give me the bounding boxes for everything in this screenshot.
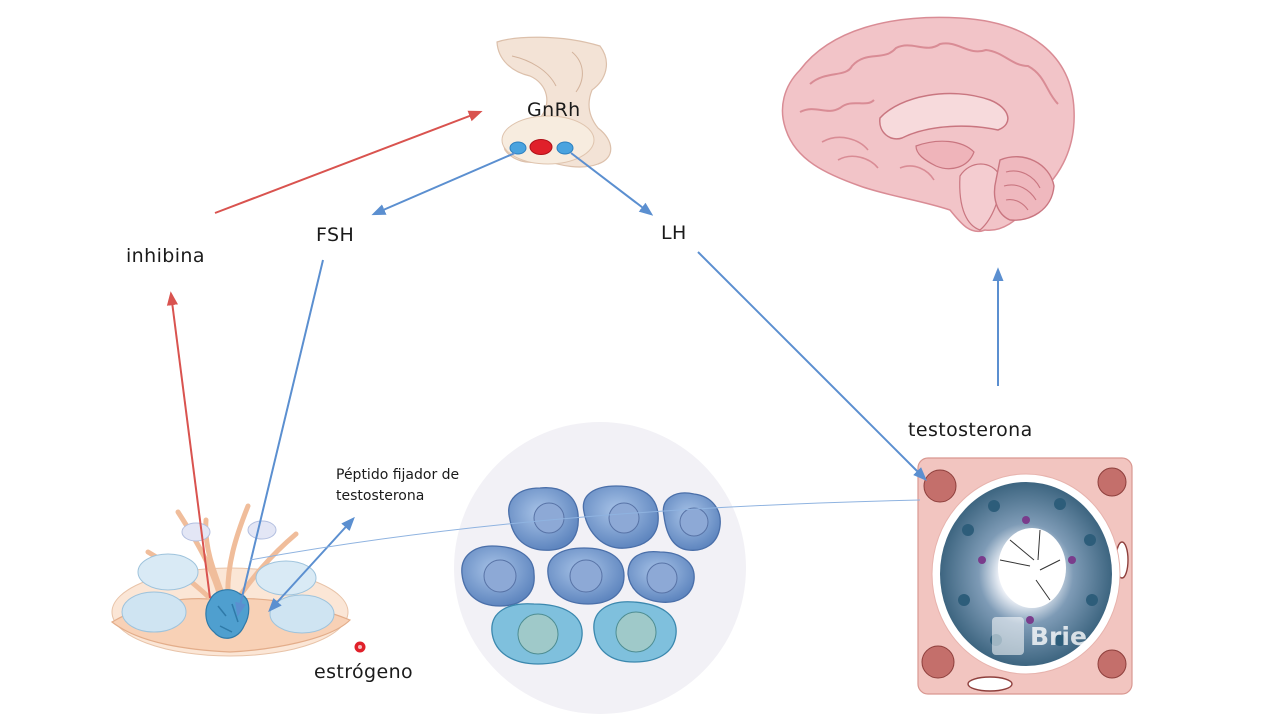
brain-illustration — [781, 16, 1075, 233]
arrow-peptido-bidirectional — [268, 516, 355, 613]
label-estrogeno: estrógeno — [314, 661, 414, 683]
arrow-fsh-to-sertoli — [235, 259, 324, 617]
watermark-text: Brie — [1030, 621, 1087, 651]
sertoli-cell-illustration — [110, 503, 352, 657]
estrogen-dot — [354, 641, 366, 653]
label-peptido-line1: Péptido fijador de — [336, 467, 460, 483]
gnrh-neuron-left — [509, 141, 527, 155]
watermark-logo-icon — [992, 617, 1024, 655]
arrow-gnrh-to-lh — [570, 152, 654, 216]
arrow-gnrh-to-fsh — [371, 152, 516, 216]
watermark: Brie — [992, 617, 1087, 655]
gnrh-neuron-center — [529, 139, 553, 155]
pituitary-illustration — [496, 36, 612, 168]
gnrh-neuron-right — [556, 141, 574, 155]
connector-tubule-to-sertoli — [249, 499, 921, 561]
label-peptido-line2: testosterona — [336, 488, 425, 504]
label-lh: LH — [661, 222, 687, 244]
label-gnrh: GnRh — [527, 99, 581, 121]
seminiferous-tubule-illustration — [917, 457, 1133, 695]
spermatogonia-cells-illustration — [454, 422, 746, 714]
label-peptido-fijador: Péptido fijador de testosterona — [336, 465, 459, 507]
arrow-inhibina-to-gnrh — [214, 110, 483, 214]
arrow-lh-to-tubule — [697, 251, 927, 481]
label-testosterona: testosterona — [908, 419, 1033, 441]
label-fsh: FSH — [316, 224, 355, 246]
label-inhibina: inhibina — [126, 245, 205, 267]
arrow-sertoli-to-inhibina — [166, 291, 211, 599]
